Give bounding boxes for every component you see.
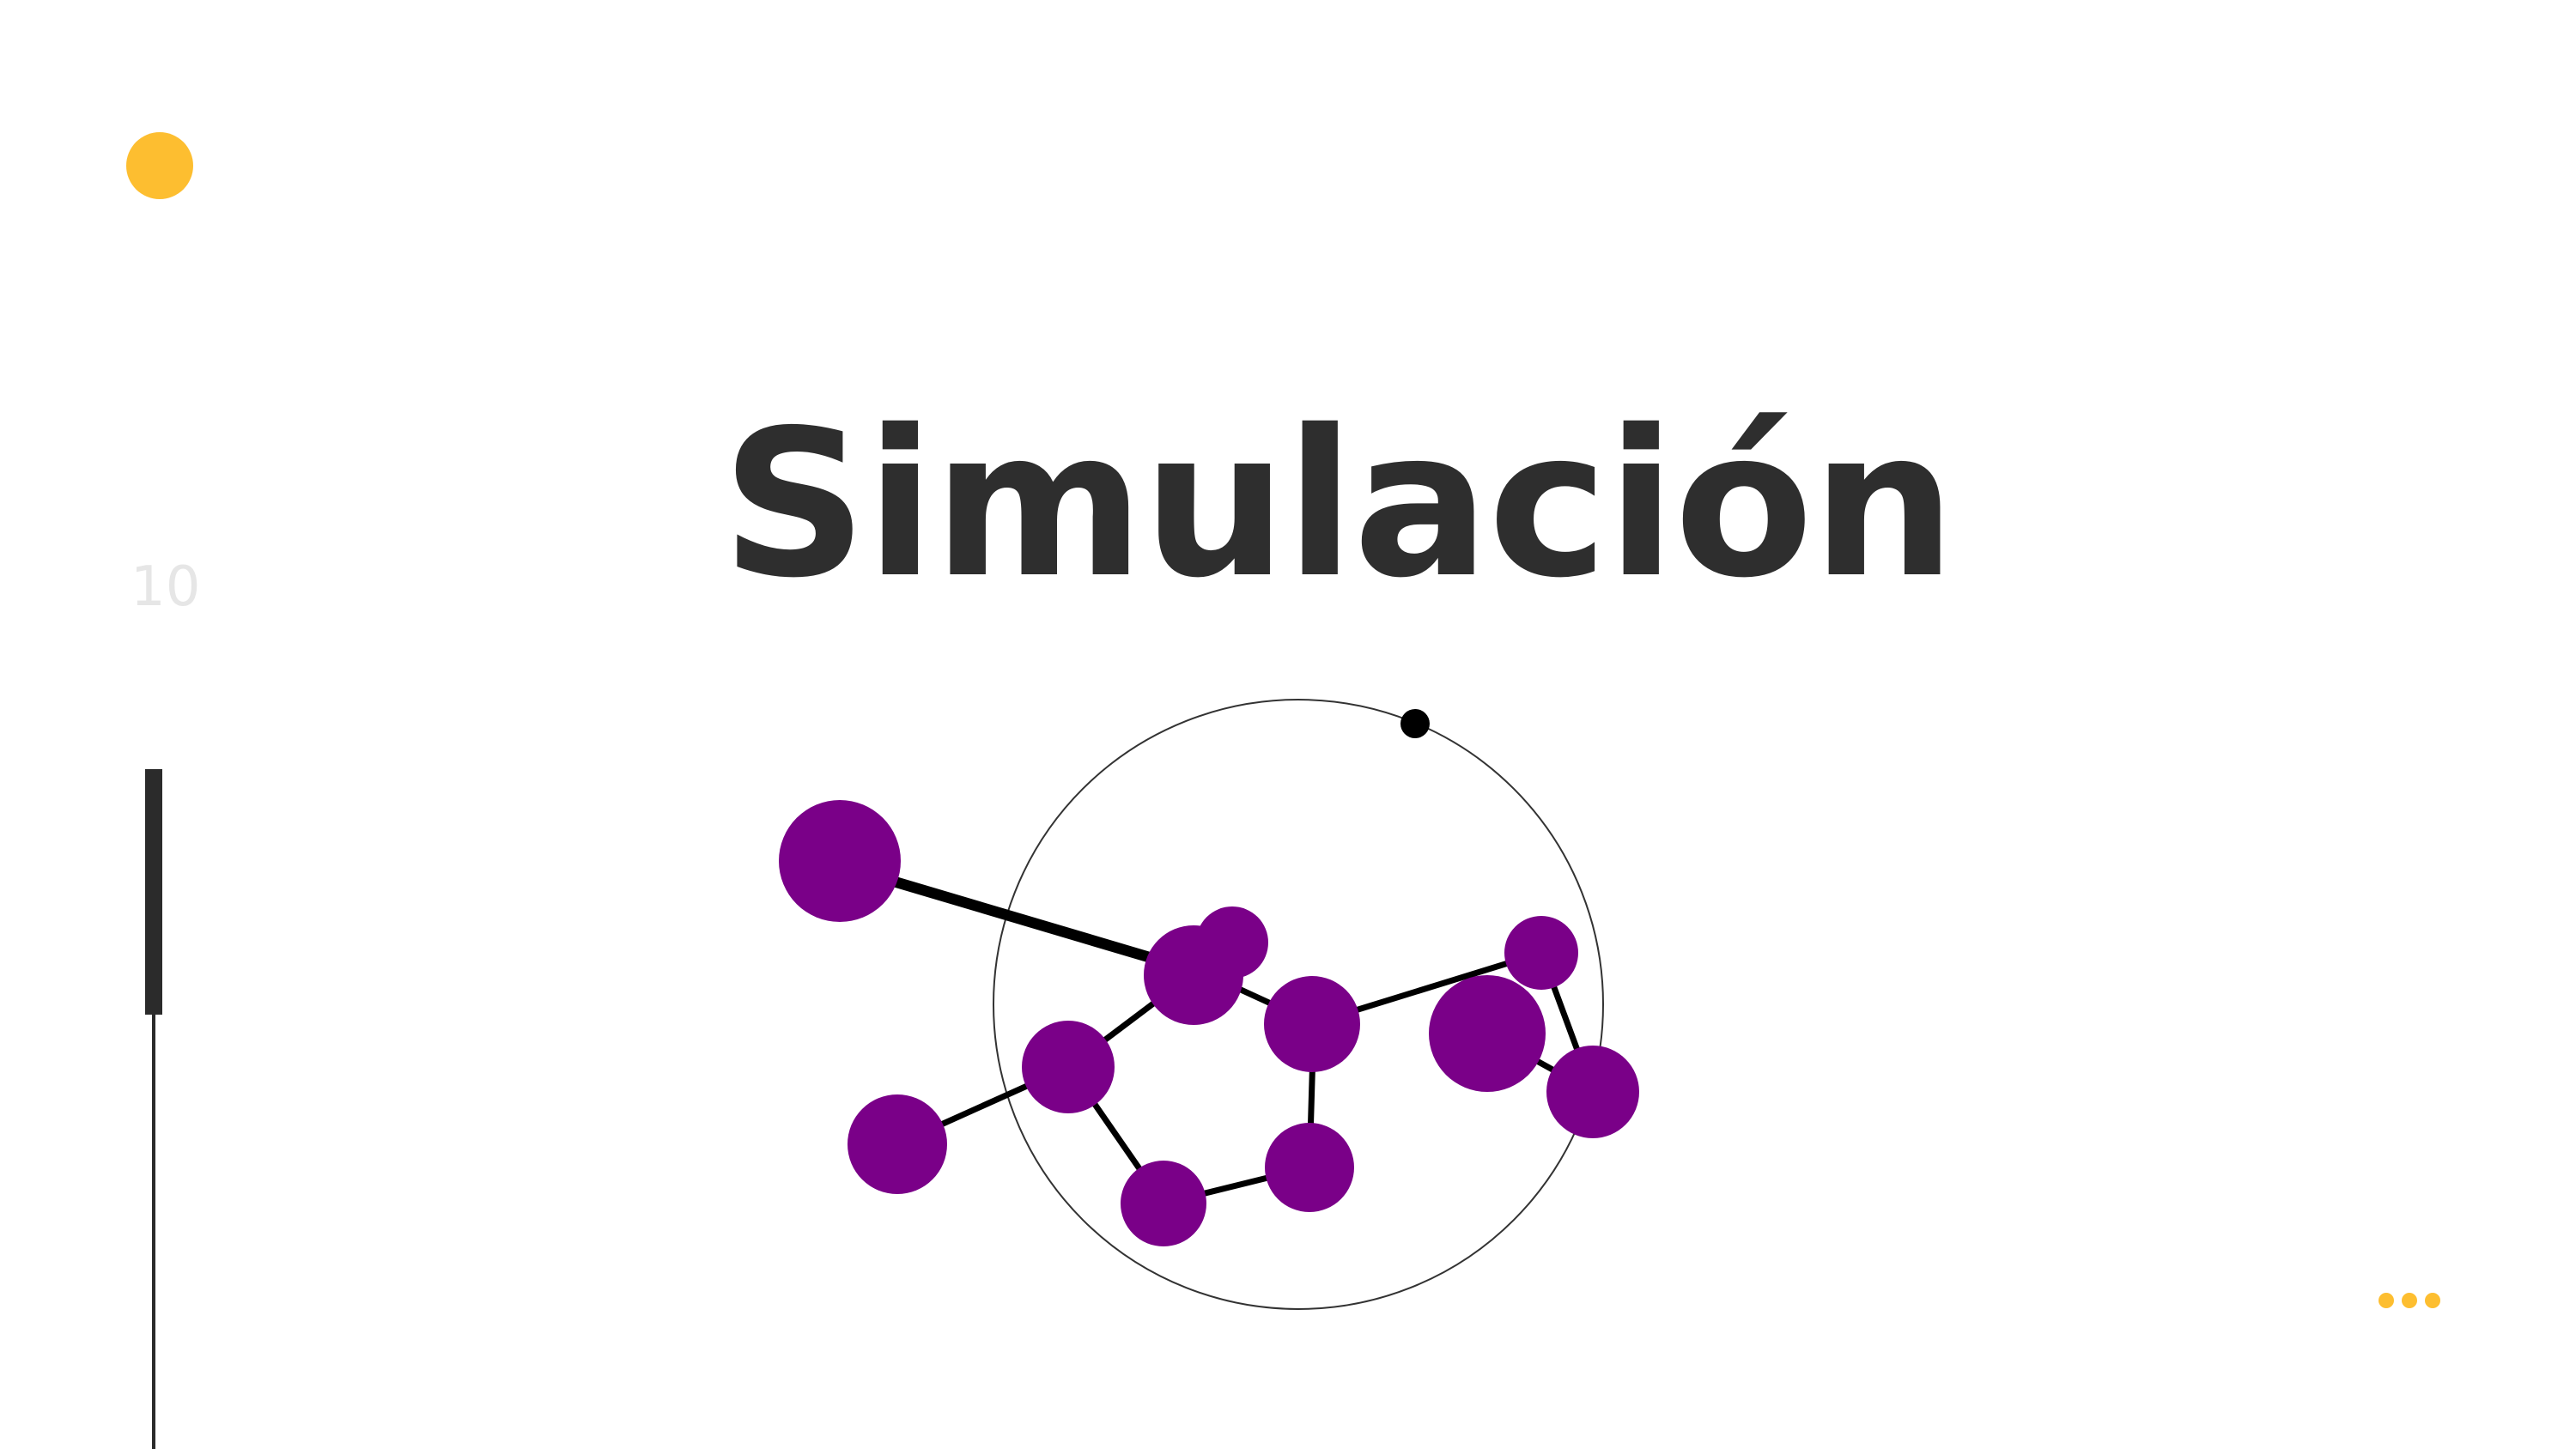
bond-long <box>890 876 1159 965</box>
atom <box>1121 1161 1206 1246</box>
atom <box>1144 925 1243 1025</box>
atoms <box>779 800 1639 1246</box>
molecule-simulation-image <box>779 699 1639 1310</box>
atom <box>779 800 901 922</box>
progress-bar-thin <box>152 1015 155 1449</box>
dot <box>2379 1293 2394 1308</box>
atom <box>1022 1021 1115 1113</box>
atom <box>1265 1123 1354 1212</box>
atom <box>1264 976 1360 1072</box>
atom <box>1546 1046 1639 1138</box>
slide-number: 10 <box>131 555 201 619</box>
atom <box>848 1094 947 1194</box>
more-options-icon <box>2379 1293 2440 1308</box>
dot <box>2402 1293 2417 1308</box>
slide-title: Simulación <box>721 386 1956 622</box>
orbit-dot <box>1400 709 1430 738</box>
orbit-circle <box>993 699 1604 1310</box>
atom <box>1429 975 1546 1092</box>
yellow-dot-icon <box>126 132 193 199</box>
progress-bar-thick <box>145 769 162 1015</box>
dot <box>2425 1293 2440 1308</box>
atom <box>1504 916 1578 990</box>
